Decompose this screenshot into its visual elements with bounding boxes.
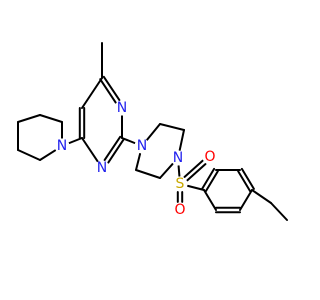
bond-pyr_n1-pyr_c6 [81,137,99,163]
bond-pz_n4-pz_c5 [159,162,174,179]
atom-pyr_n1: N [94,160,110,176]
bond-pyr_c4-pyr_n3-line-b [102,75,121,102]
atom-pz_n4: N [170,150,186,166]
bond-sulfur-oxygen_top-line-a [186,163,207,182]
atom-label-background [172,202,188,218]
bond-pz_c2-pz_c3 [159,123,185,131]
atom-label-background [114,100,130,116]
atom-label-n: N [57,138,67,154]
atom-label-o: O [204,149,215,165]
atom-pyr_n3: N [114,100,130,116]
bond-pyr_c2-pyr_n1-line-b [107,138,125,164]
atom-label-n: N [137,138,147,154]
atom-label-o: O [174,202,185,218]
bond-pz_n1-pz_c2 [146,123,161,141]
bond-ph_c3-ph_c4-line-a [237,170,252,193]
bond-pz_c3-pz_n4 [178,129,185,152]
bond-ph_c4-ph_c5 [239,189,253,211]
bond-ph_c3-ph_c4-line-b [240,167,255,190]
bond-sulfur-oxygen_top-line-b [183,159,204,178]
atom-oxygen_top: O [202,149,218,165]
bond-pyr_c4-pyr_c5 [81,77,103,109]
atom-label-background [172,176,188,192]
bond-ph_c1-ph_c2-line-b [201,167,216,190]
atom-label-n: N [97,160,107,176]
bond-pz_c5-pz_c6 [135,169,161,179]
atom-sulfur: S [172,176,188,192]
atom-label-background [54,138,70,154]
bond-pip_c3-pip_c4 [17,114,41,123]
bond-ph_c4-ethyl_ch2 [251,189,272,204]
bond-ph_c1-ph_c2-line-a [204,170,219,193]
atom-label-background [134,138,150,154]
bond-pip_c2-pip_c3 [39,114,63,123]
bond-ph_c6-ph_c1 [203,189,217,211]
diagram-background [0,0,300,300]
atom-label-n: N [117,100,127,116]
atom-pip_n: N [54,138,70,154]
bond-pyr_c2-pyr_n1-line-a [103,135,122,162]
bond-pip_c5-pip_c6 [17,149,41,161]
atom-oxygen_bottom: O [172,202,188,218]
bond-pyr_c2-pz_n1 [121,137,136,144]
bond-pz_c6-pz_n1 [135,152,142,171]
bonds-layer [17,42,288,221]
bond-pyr_c6-pip_n [68,137,83,144]
atom-label-n: N [173,150,183,166]
atom-label-background [94,160,110,176]
bond-pyr_c4-pyr_n3-line-a [99,78,117,104]
bond-pip_c6-pip_n [39,149,57,161]
bond-pz_n4-sulfur [177,165,181,177]
atom-label-background [202,149,218,165]
atom-label-s: S [176,176,185,192]
bond-ethyl_ch2-ethyl_ch3 [270,202,288,221]
atom-label-background [170,150,186,166]
atom-pz_n1: N [134,138,150,154]
